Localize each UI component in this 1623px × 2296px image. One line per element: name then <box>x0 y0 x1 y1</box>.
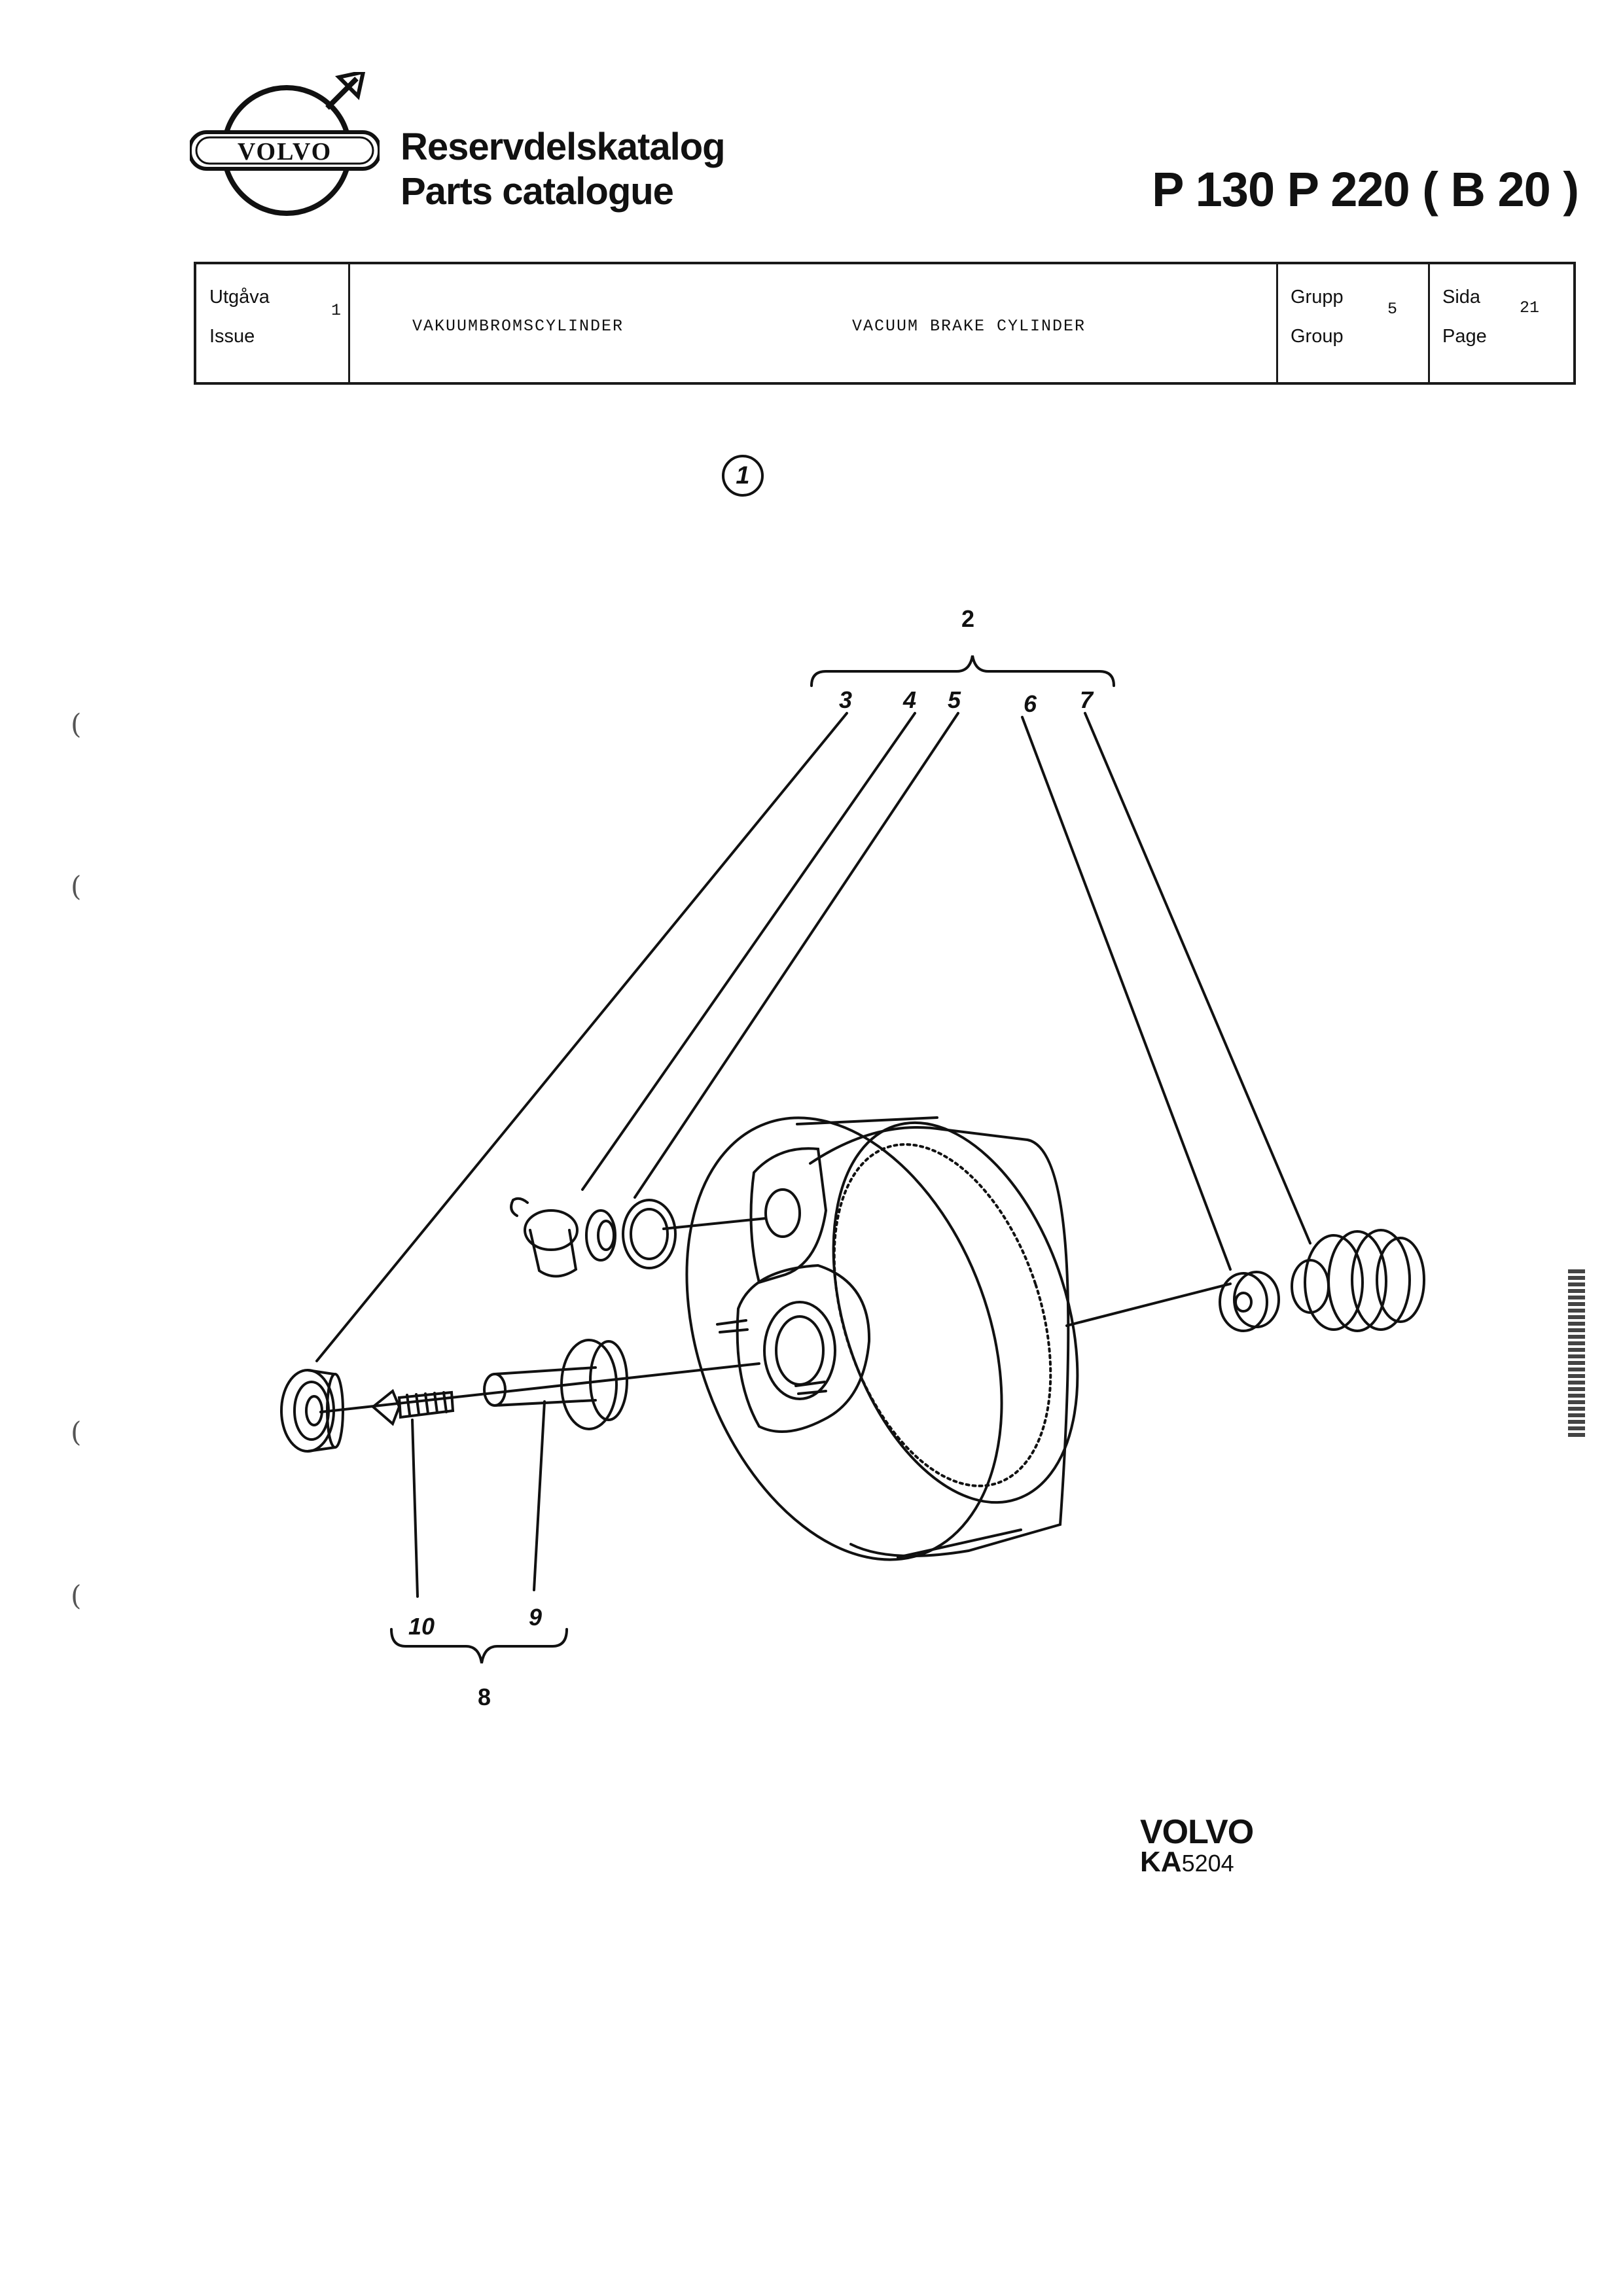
footer-brand: VOLVO <box>1140 1813 1254 1851</box>
catalog-title-swedish: Reservdelskatalog <box>401 126 726 168</box>
page-label-sv: Sida <box>1442 287 1481 308</box>
group-label-sv: Grupp <box>1291 287 1344 308</box>
binder-hole-mark: ( <box>71 1580 82 1612</box>
binder-hole-mark: ( <box>71 708 82 740</box>
callout-5: 5 <box>948 686 961 713</box>
edge-index-strip <box>1568 1269 1585 1439</box>
callout-8: 8 <box>478 1684 491 1710</box>
footer-code-number: 5204 <box>1181 1850 1234 1877</box>
description-swedish: VAKUUMBROMSCYLINDER <box>412 317 624 336</box>
binder-hole-mark: ( <box>71 1416 82 1448</box>
figure-number-circle <box>722 455 764 497</box>
callout-6: 6 <box>1024 690 1037 717</box>
group-label-en: Group <box>1291 326 1344 347</box>
table-divider <box>348 264 350 382</box>
callout-3: 3 <box>839 686 853 713</box>
page-value: 21 <box>1520 298 1540 317</box>
issue-label-sv: Utgåva <box>209 287 270 308</box>
footer-code-prefix: KA <box>1140 1846 1182 1878</box>
page-label-en: Page <box>1442 326 1487 347</box>
table-divider <box>1276 264 1278 382</box>
callout-10: 10 <box>408 1613 435 1640</box>
issue-value: 1 <box>331 301 342 320</box>
model-designation: P 130 P 220 ( B 20 ) <box>1152 162 1579 217</box>
group-value: 5 <box>1387 300 1398 319</box>
catalog-title-english: Parts catalogue <box>401 170 674 213</box>
callout-4: 4 <box>903 686 917 713</box>
issue-label-en: Issue <box>209 326 255 347</box>
figure-number: 1 <box>736 462 750 489</box>
svg-text:VOLVO: VOLVO <box>238 138 332 166</box>
table-divider <box>1428 264 1430 382</box>
footer-code: KA5204 <box>1140 1846 1234 1879</box>
description-english: VACUUM BRAKE CYLINDER <box>852 317 1086 336</box>
callout-7: 7 <box>1080 686 1094 713</box>
callout-2: 2 <box>961 605 975 632</box>
info-table: Utgåva Issue 1 VAKUUMBROMSCYLINDER VACUU… <box>194 262 1576 385</box>
binder-hole-mark: ( <box>71 870 82 902</box>
callout-9: 9 <box>529 1604 543 1631</box>
